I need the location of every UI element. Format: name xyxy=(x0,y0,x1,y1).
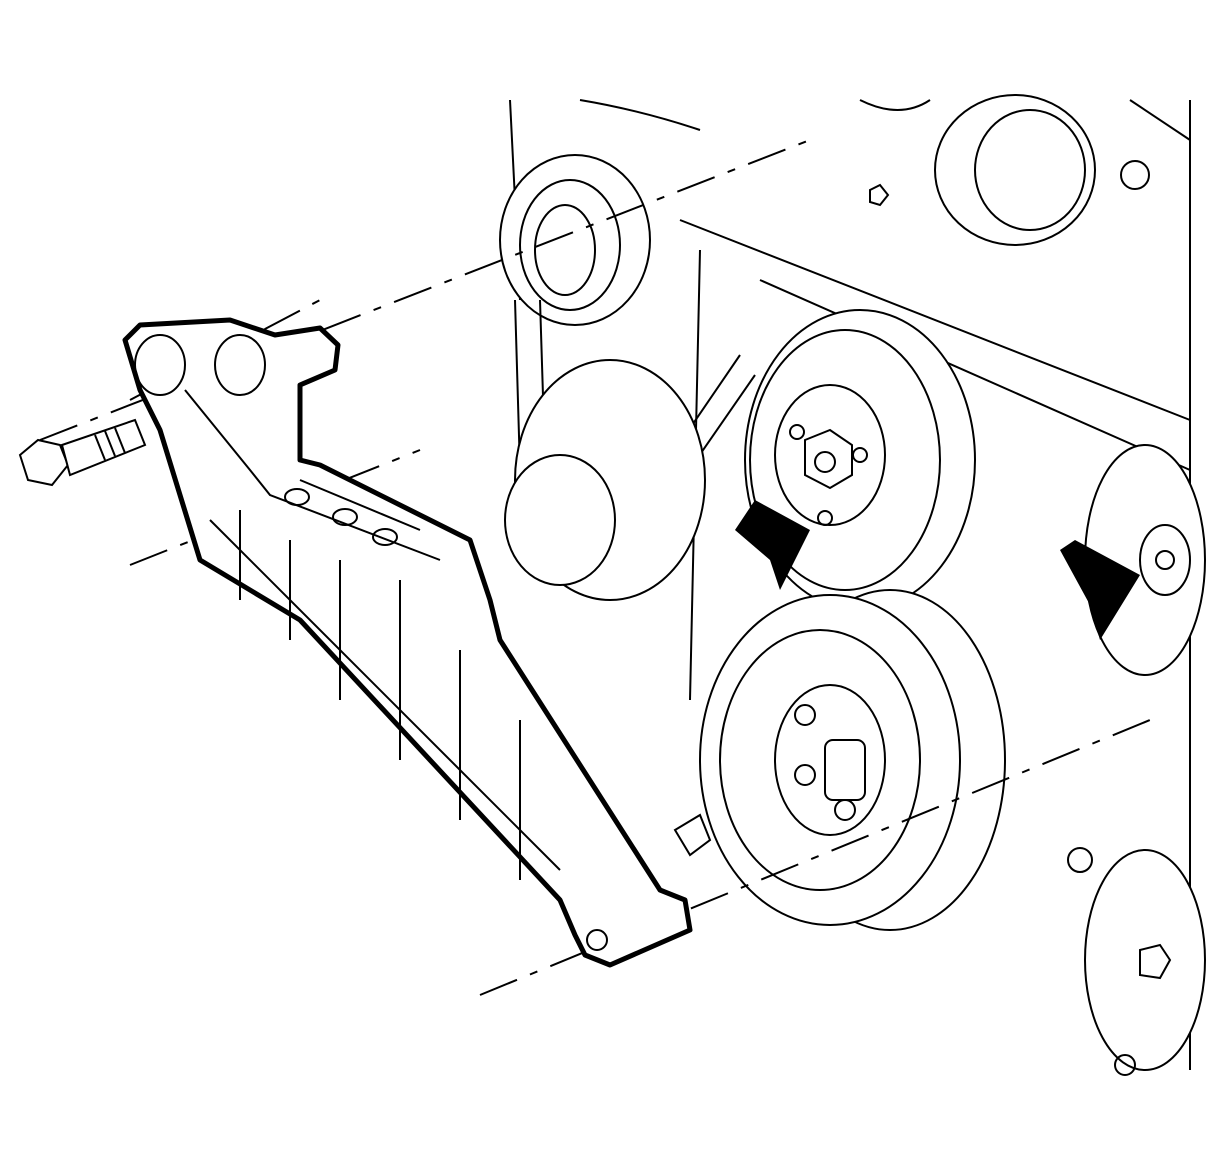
callout-arrow-tensioner xyxy=(1060,540,1140,640)
generator-bracket xyxy=(122,317,693,968)
idler-pulley-upper xyxy=(499,154,651,326)
generator-pulley xyxy=(504,359,706,601)
crankshaft-balancer xyxy=(673,589,1006,931)
callout-arrow-water-pump xyxy=(735,500,810,590)
bracket-bolt xyxy=(18,418,147,487)
ac-compressor xyxy=(1067,847,1206,1076)
